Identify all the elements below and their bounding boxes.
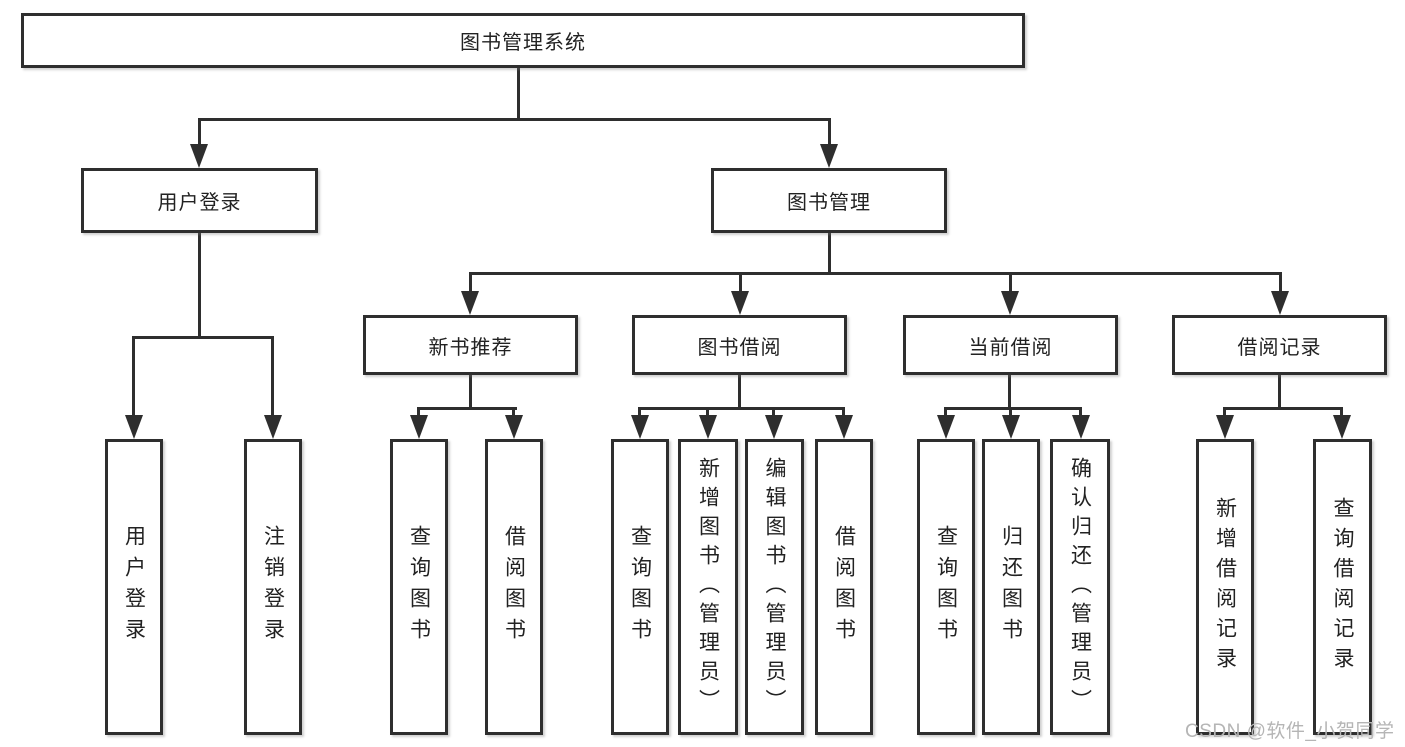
connector-line [1009, 272, 1012, 295]
connector-line [417, 407, 420, 421]
leaf-logout: 注销登录 [244, 439, 302, 735]
connector-line [512, 407, 515, 421]
leaf-label: 查询借阅记录 [1331, 497, 1354, 677]
connector-line [739, 272, 742, 295]
leaf-label: 新增借阅记录 [1213, 497, 1237, 677]
arrow-down-icon [1216, 415, 1234, 439]
leaf-return-book: 归还图书 [982, 439, 1040, 735]
leaf-borrow-books-recommend: 借阅图书 [485, 439, 543, 735]
connector-line [772, 407, 775, 421]
connector-line [132, 336, 135, 421]
connector-line [417, 407, 517, 410]
leaf-label: 新增图书（管理员） [696, 456, 720, 718]
connector-line [1278, 375, 1281, 410]
node-book-borrowing: 图书借阅 [632, 315, 847, 375]
node-label: 借阅记录 [1237, 336, 1322, 359]
arrow-down-icon [461, 291, 479, 315]
arrow-down-icon [190, 144, 208, 168]
connector-line [1279, 272, 1282, 295]
connector-line [738, 375, 741, 410]
leaf-label: 查询图书 [628, 525, 652, 649]
node-new-book-recommendation: 新书推荐 [363, 315, 578, 375]
leaf-query-borrow-record: 查询借阅记录 [1313, 439, 1372, 735]
node-current-borrowing: 当前借阅 [903, 315, 1118, 375]
arrow-down-icon [631, 415, 649, 439]
connector-line [469, 272, 1282, 275]
connector-line [944, 407, 947, 421]
leaf-label: 查询图书 [407, 525, 431, 649]
connector-line [1009, 407, 1012, 421]
arrow-down-icon [1271, 291, 1289, 315]
leaf-label: 确认归还（管理员） [1068, 456, 1092, 718]
connector-line [1340, 407, 1343, 421]
connector-line [198, 233, 201, 338]
leaf-label: 借阅图书 [832, 525, 856, 649]
leaf-user-login: 用户登录 [105, 439, 163, 735]
arrow-down-icon [731, 291, 749, 315]
connector-line [638, 407, 845, 410]
connector-line [1223, 407, 1343, 410]
node-label: 图书管理系统 [460, 32, 586, 54]
node-label: 用户登录 [157, 192, 242, 214]
leaf-query-books-recommend: 查询图书 [390, 439, 448, 735]
leaf-add-book-admin: 新增图书（管理员） [678, 439, 738, 735]
connector-line [828, 233, 831, 274]
arrow-down-icon [1072, 415, 1090, 439]
connector-line [842, 407, 845, 421]
connector-line [469, 375, 472, 410]
leaf-label: 编辑图书（管理员） [763, 456, 786, 718]
connector-line [198, 118, 831, 121]
arrow-down-icon [835, 415, 853, 439]
node-borrowing-records: 借阅记录 [1172, 315, 1387, 375]
connector-line [271, 336, 274, 421]
arrow-down-icon [125, 415, 143, 439]
connector-line [517, 66, 520, 120]
leaf-label: 查询图书 [934, 525, 958, 649]
leaf-confirm-return-admin: 确认归还（管理员） [1050, 439, 1110, 735]
leaf-query-books-current: 查询图书 [917, 439, 975, 735]
connector-line [198, 118, 201, 152]
leaf-label: 归还图书 [999, 525, 1023, 649]
leaf-borrow-books: 借阅图书 [815, 439, 873, 735]
arrow-down-icon [1001, 291, 1019, 315]
connector-line [469, 272, 472, 295]
arrow-down-icon [1333, 415, 1351, 439]
arrow-down-icon [505, 415, 523, 439]
leaf-query-books-borrowing: 查询图书 [611, 439, 669, 735]
watermark: CSDN @软件_小贺同学 [1185, 721, 1395, 742]
arrow-down-icon [765, 415, 783, 439]
node-user-login: 用户登录 [81, 168, 318, 233]
leaf-add-borrow-record: 新增借阅记录 [1196, 439, 1254, 735]
arrow-down-icon [820, 144, 838, 168]
node-library-management-system: 图书管理系统 [21, 13, 1025, 68]
connector-line [828, 118, 831, 152]
leaf-label: 借阅图书 [502, 525, 526, 649]
leaf-label: 注销登录 [261, 525, 285, 649]
connector-line [132, 336, 274, 339]
leaf-edit-book-admin: 编辑图书（管理员） [745, 439, 804, 735]
arrow-down-icon [937, 415, 955, 439]
node-label: 图书借阅 [697, 336, 782, 359]
node-book-management: 图书管理 [711, 168, 947, 233]
connector-line [1079, 407, 1082, 421]
connector-line [638, 407, 641, 421]
arrow-down-icon [264, 415, 282, 439]
leaf-label: 用户登录 [122, 525, 146, 649]
node-label: 当前借阅 [968, 336, 1053, 359]
connector-line [706, 407, 709, 421]
connector-line [944, 407, 1082, 410]
node-label: 新书推荐 [428, 336, 513, 359]
node-label: 图书管理 [787, 192, 871, 214]
arrow-down-icon [1002, 415, 1020, 439]
connector-line [1008, 375, 1011, 410]
arrow-down-icon [699, 415, 717, 439]
connector-line [1223, 407, 1226, 421]
arrow-down-icon [410, 415, 428, 439]
